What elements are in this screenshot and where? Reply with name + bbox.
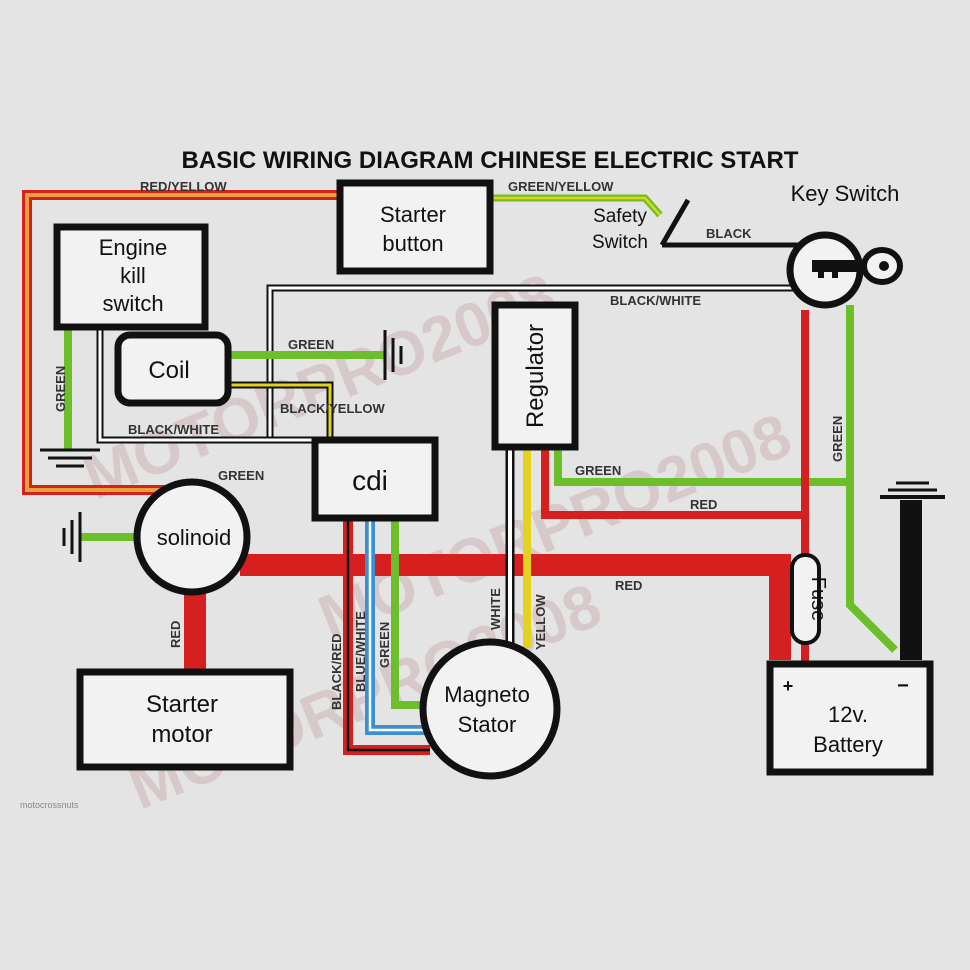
regulator-label: Regulator: [522, 324, 549, 428]
label-yellow: YELLOW: [533, 594, 548, 650]
safety-switch-label-1: Safety: [593, 206, 647, 227]
label-green-regulator: GREEN: [575, 463, 621, 478]
magneto-label-1: Magneto: [444, 682, 530, 707]
label-red-regulator: RED: [690, 497, 717, 512]
label-blue-white: BLUE/WHITE: [353, 611, 368, 692]
regulator-box: Regulator: [491, 301, 579, 451]
wire-red-regulator: [541, 450, 805, 519]
key-icon: [812, 247, 903, 285]
label-green-coil: GREEN: [288, 337, 334, 352]
wire-red-main: [240, 554, 791, 660]
starter-button-box: Starter button: [336, 179, 494, 275]
wire-blue-white: [365, 520, 425, 735]
fuse-box: Fuse: [790, 553, 829, 645]
credit-text: motocrossnuts: [20, 800, 79, 810]
coil-label: Coil: [148, 357, 189, 384]
battery-minus-label: −: [897, 675, 909, 697]
ground-icon: [383, 330, 403, 380]
key-switch-label: Key Switch: [791, 181, 900, 206]
key-switch: Key Switch: [786, 181, 903, 309]
wire-black-red: [343, 520, 430, 755]
label-black-yellow: BLACK/YELLOW: [280, 401, 385, 416]
safety-switch-label-2: Switch: [592, 232, 648, 253]
label-green-key: GREEN: [830, 416, 845, 462]
label-green-yellow: GREEN/YELLOW: [508, 179, 614, 194]
label-black: BLACK: [706, 226, 752, 241]
cdi-label: cdi: [352, 465, 388, 496]
starter-button-label-2: button: [382, 231, 443, 256]
cdi-box: cdi: [311, 436, 439, 522]
battery-ground-post: [880, 481, 945, 660]
safety-switch-lever: [659, 198, 691, 247]
wire-black-white-top: [266, 284, 805, 440]
engine-kill-switch-box: Engine kill switch: [53, 223, 209, 331]
wire-black-white-left: [96, 330, 318, 444]
label-black-red: BLACK/RED: [329, 633, 344, 710]
starter-motor-label-2: motor: [151, 721, 212, 748]
starter-motor-box: Starter motor: [76, 668, 294, 771]
label-black-white-top: BLACK/WHITE: [610, 293, 701, 308]
battery-label-2: Battery: [813, 732, 883, 757]
wire-green-key: [846, 305, 898, 653]
label-black-white-left: BLACK/WHITE: [128, 422, 219, 437]
label-green-solinoid: GREEN: [218, 468, 264, 483]
label-red-starter: RED: [168, 621, 183, 648]
ground-icon: [62, 512, 82, 562]
wire-black-yellow: [228, 381, 334, 440]
kill-switch-label-2: kill: [120, 263, 146, 288]
label-red-main: RED: [615, 578, 642, 593]
wire-red-yellow: [22, 190, 340, 495]
fuse-label: Fuse: [807, 577, 829, 621]
solinoid-circle: solinoid: [133, 478, 251, 596]
wire-green-cdi: [391, 520, 422, 709]
diagram-title: BASIC WIRING DIAGRAM CHINESE ELECTRIC ST…: [182, 147, 799, 174]
magneto-stator-circle: Magneto Stator: [419, 638, 561, 780]
label-white: WHITE: [488, 588, 503, 630]
ground-icon: [40, 448, 100, 468]
label-green-cdi: GREEN: [377, 622, 392, 668]
kill-switch-label-3: switch: [102, 291, 163, 316]
starter-button-label-1: Starter: [380, 202, 446, 227]
coil-box: Coil: [114, 331, 232, 407]
label-green-kill: GREEN: [53, 366, 68, 412]
solinoid-label: solinoid: [157, 525, 232, 550]
battery-box: + − 12v. Battery: [766, 660, 934, 776]
battery-plus-label: +: [783, 676, 794, 696]
wire-green-regulator: [554, 450, 850, 486]
battery-label-1: 12v.: [828, 702, 868, 727]
kill-switch-label-1: Engine: [99, 235, 168, 260]
starter-motor-label-1: Starter: [146, 691, 218, 718]
magneto-label-2: Stator: [458, 712, 517, 737]
wire-green-yellow: [490, 194, 663, 218]
label-red-yellow: RED/YELLOW: [140, 179, 227, 194]
